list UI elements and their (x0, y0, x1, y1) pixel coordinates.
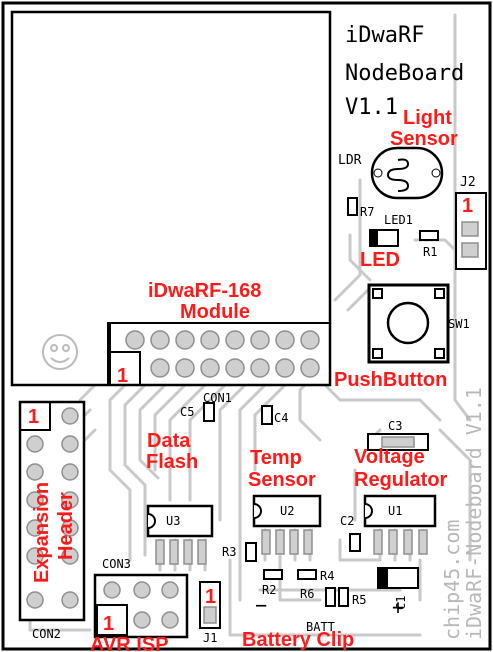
annotation-pushbutton: PushButton (334, 369, 447, 391)
module-outline (10, 10, 332, 387)
label-r2: R2 (262, 583, 276, 597)
label-led1: LED1 (384, 213, 413, 227)
u1-regulator-chip (363, 494, 437, 555)
led1-cathode-mark (370, 230, 378, 246)
smiley-logo (42, 334, 78, 370)
annotation-expansion-line2: Header (55, 492, 77, 560)
r3-part (245, 542, 257, 562)
annotation-battery-clip: Battery Clip (242, 629, 354, 651)
r4-part (297, 569, 317, 580)
pin1-marker-con1: 1 (117, 365, 128, 387)
c5-part (203, 402, 215, 422)
label-con3: CON3 (102, 557, 131, 571)
watermark-chip45: chip45.com (440, 520, 464, 640)
label-r4: R4 (320, 569, 334, 583)
label-u2: U2 (280, 504, 294, 518)
con2-expansion-header (18, 400, 86, 622)
label-c5: C5 (180, 405, 194, 419)
board-name-line2: NodeBoard (345, 61, 464, 86)
annotation-temp-line1: Temp (250, 447, 302, 469)
annotation-voltage-line2: Regulator (354, 469, 448, 491)
label-c4: C4 (274, 411, 288, 425)
sw1-pushbutton (367, 283, 450, 364)
watermark-board-name: iDwaRF-Nodeboard V1.1 (462, 387, 486, 640)
label-u1: U1 (388, 504, 402, 518)
label-c2: C2 (340, 514, 354, 528)
pin1-marker-j1: 1 (205, 586, 216, 608)
label-r3: R3 (222, 545, 236, 559)
r7-part (347, 197, 358, 216)
con1-header (109, 322, 331, 386)
pin1-marker-con3: 1 (103, 613, 114, 635)
annotation-dataflash-line1: Data (147, 430, 191, 452)
annotation-light-sensor-line2: Sensor (390, 128, 458, 150)
annotation-led: LED (360, 249, 400, 271)
label-c1: C1 (394, 596, 408, 610)
annotation-light-sensor-line1: Light (403, 107, 452, 129)
r2-part (263, 569, 283, 580)
u3-dataflash-chip (146, 504, 214, 565)
u2-tempsensor-chip (252, 494, 322, 555)
label-r6: R6 (300, 587, 314, 601)
annotation-expansion-line1: Expansion (31, 482, 53, 583)
pin1-marker-con2: 1 (28, 406, 39, 428)
board-name-line3: V1.1 (345, 95, 398, 120)
annotation-module-line1: iDwaRF-168 (148, 280, 261, 302)
battery-plus-sign: + (392, 595, 404, 619)
con3-isp-header (93, 573, 189, 639)
label-r7: R7 (360, 205, 374, 219)
annotation-avr-isp: AVR ISP (90, 634, 169, 652)
c2-part (349, 533, 361, 552)
r5-part (338, 587, 349, 607)
label-r1: R1 (423, 245, 437, 259)
label-j2: J2 (460, 175, 476, 190)
ldr-component (370, 146, 444, 200)
label-sw1: SW1 (448, 317, 470, 331)
label-con1: CON1 (203, 391, 232, 405)
r6-part (325, 587, 336, 607)
board-name-line1: iDwaRF (345, 23, 424, 48)
label-j1: J1 (203, 631, 217, 645)
battery-minus-sign: − (255, 593, 267, 617)
annotation-voltage-line1: Voltage (354, 446, 425, 468)
annotation-module-line2: Module (180, 301, 250, 323)
label-con2: CON2 (32, 627, 61, 641)
label-u3: U3 (166, 514, 180, 528)
label-r5: R5 (352, 593, 366, 607)
label-ldr: LDR (338, 153, 362, 168)
c4-part (261, 405, 273, 425)
r1-part (419, 230, 439, 241)
annotation-temp-line2: Sensor (248, 469, 316, 491)
label-c3: C3 (388, 419, 402, 433)
label-batt: BATT (306, 620, 335, 634)
pin1-marker-j2: 1 (462, 195, 473, 217)
annotation-dataflash-line2: Flash (146, 451, 198, 473)
c1-polarity-mark (378, 568, 388, 588)
